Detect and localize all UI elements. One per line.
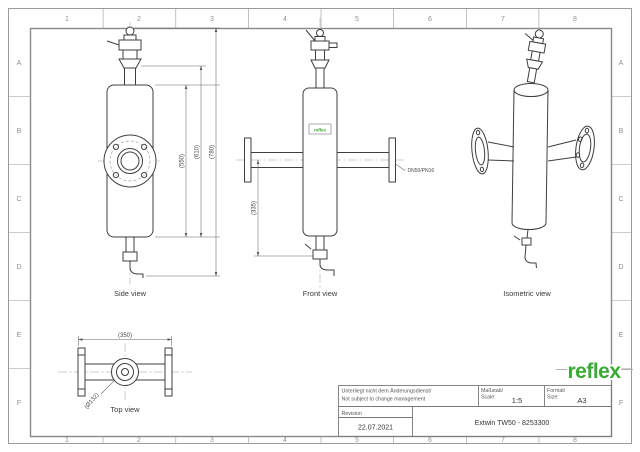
format-label-en: Size:	[547, 395, 559, 401]
top-view-label: Top view	[110, 405, 140, 414]
change-note-en: Not subject to change management	[342, 397, 426, 403]
title-block: Unterliegt nicht dem Änderungsdienst/ No…	[338, 385, 612, 437]
scale-label-en: Scale:	[481, 395, 496, 401]
grid-row-label-right: A	[619, 60, 624, 67]
front-dim-height: (335)	[252, 201, 258, 215]
grid-row-label-left: A	[17, 60, 22, 67]
grid-row-label-right: C	[618, 196, 623, 203]
top-right-flange	[164, 347, 173, 397]
grid-col-label-top: 3	[210, 16, 214, 23]
grid-col-label-top: 1	[65, 16, 69, 23]
grid-col-label-bottom: 4	[283, 437, 287, 444]
isometric-view: Isometric view	[471, 29, 595, 298]
grid-row-label-left: B	[17, 128, 22, 135]
iso-air-vent	[524, 29, 547, 84]
grid-row-label-right: B	[619, 128, 624, 135]
format-value: A3	[577, 396, 586, 405]
grid-col-label-bottom: 8	[573, 437, 577, 444]
drawing-title: Extwin TW50 - 8253300	[475, 420, 550, 427]
front-vessel-body	[302, 87, 338, 237]
side-drain	[122, 236, 144, 278]
top-dim-diameter: (Ø132)	[84, 392, 101, 410]
revision-date: 22.07.2021	[358, 425, 393, 432]
top-view: (350) (Ø132) Top view	[58, 333, 192, 414]
side-view: (550) (610) (780) Side view	[98, 22, 220, 298]
side-view-label: Side view	[114, 289, 147, 298]
grid-col-label-top: 5	[355, 16, 359, 23]
side-dim-mid: (610)	[195, 145, 201, 159]
side-dimensions: (550) (610) (780)	[134, 27, 220, 277]
isometric-view-label: Isometric view	[503, 289, 551, 298]
top-left-flange	[77, 347, 86, 397]
title-block-dividers	[338, 385, 612, 437]
front-pipe-flanges	[244, 137, 396, 183]
front-body-label-plate	[308, 123, 332, 135]
grid-col-label-bottom: 7	[501, 437, 505, 444]
change-note-de: Unterliegt nicht dem Änderungsdienst/	[342, 388, 432, 395]
grid-col-label-bottom: 5	[355, 437, 359, 444]
scale-value: 1:5	[512, 396, 522, 405]
front-air-vent	[305, 29, 338, 89]
grid-row-label-left: C	[16, 196, 21, 203]
grid-col-label-top: 4	[283, 16, 287, 23]
grid-row-label-right: F	[619, 400, 623, 407]
iso-right-flange	[547, 125, 595, 171]
side-flange-face	[103, 134, 157, 188]
logo-text: reflex	[567, 360, 621, 383]
grid-row-label-right: E	[619, 332, 624, 339]
top-flange-marks	[78, 354, 172, 390]
reflex-logo: reflex	[556, 358, 633, 385]
side-dim-total: (780)	[210, 145, 216, 159]
drawing-frame: 1 2 3 4 5 6 7 8 1 2 3 4 5 6 7 8 A B C D …	[8, 8, 632, 444]
grid-col-label-top: 7	[501, 16, 505, 23]
front-dimension: (335)	[252, 159, 313, 257]
top-dim-length: (350)	[118, 333, 132, 339]
grid-col-label-top: 6	[428, 16, 432, 23]
format-label-de: Format/	[547, 388, 566, 394]
grid-col-label-top: 8	[573, 16, 577, 23]
front-view-label: Front view	[303, 289, 338, 298]
grid-row-label-left: D	[16, 264, 21, 271]
iso-body	[511, 83, 549, 230]
side-dim-body: (550)	[180, 154, 186, 168]
scale-label-de: Maßstab/	[481, 388, 504, 394]
top-dimension-length: (350)	[78, 333, 172, 346]
iso-left-flange	[471, 127, 515, 175]
front-body-label: reflex	[314, 128, 327, 133]
iso-drain	[513, 229, 537, 269]
revision-label: Revision	[342, 411, 362, 417]
title-block-border	[338, 385, 612, 437]
grid-ticks	[8, 8, 632, 444]
front-drain	[304, 235, 335, 276]
side-air-vent	[106, 26, 142, 86]
grid-col-label-bottom: 6	[428, 437, 432, 444]
grid-col-label-bottom: 1	[65, 437, 69, 444]
front-view: reflex DN50/PN16 (335) Front view	[236, 18, 434, 298]
grid-row-label-left: F	[17, 400, 21, 407]
grid-col-label-bottom: 2	[137, 437, 141, 444]
front-flange-note: DN50/PN16	[408, 168, 435, 174]
top-vessel-circles	[111, 358, 139, 386]
grid-row-label-left: E	[17, 332, 22, 339]
outer-border	[8, 8, 632, 444]
front-flange-annotation: DN50/PN16	[395, 163, 435, 174]
grid-row-label-right: D	[618, 264, 623, 271]
grid-col-label-top: 2	[137, 16, 141, 23]
grid-col-label-bottom: 3	[210, 437, 214, 444]
